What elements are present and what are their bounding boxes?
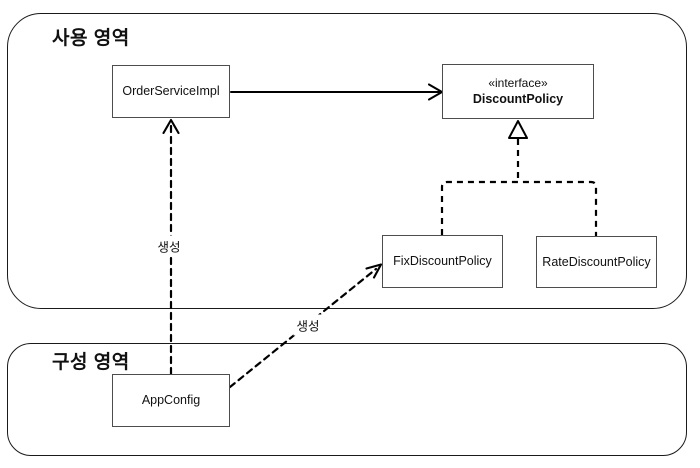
node-appconfig-label: AppConfig bbox=[141, 393, 201, 408]
region-usage-area bbox=[7, 13, 687, 309]
node-discountpolicy-label: DiscountPolicy bbox=[472, 92, 564, 107]
edge-orderserviceimpl-to-discountpolicy bbox=[229, 83, 444, 101]
node-appconfig: AppConfig bbox=[112, 374, 230, 427]
node-discountpolicy: «interface» DiscountPolicy bbox=[442, 64, 594, 119]
node-discountpolicy-stereotype: «interface» bbox=[488, 75, 548, 90]
edge-realization-tree bbox=[440, 120, 598, 236]
region-usage-title: 사용 영역 bbox=[52, 28, 130, 49]
node-orderserviceimpl: OrderServiceImpl bbox=[112, 65, 230, 118]
region-config-title: 구성 영역 bbox=[52, 352, 130, 373]
edge-label-create-orderservice: 생성 bbox=[154, 235, 184, 257]
edge-label-create-fixdiscount: 생성 bbox=[293, 314, 323, 336]
region-config-area bbox=[7, 343, 687, 456]
node-ratediscountpolicy-label: RateDiscountPolicy bbox=[542, 254, 651, 269]
node-orderserviceimpl-label: OrderServiceImpl bbox=[122, 84, 220, 99]
node-fixdiscountpolicy: FixDiscountPolicy bbox=[382, 235, 503, 288]
node-fixdiscountpolicy-label: FixDiscountPolicy bbox=[393, 254, 492, 269]
node-ratediscountpolicy: RateDiscountPolicy bbox=[536, 236, 657, 288]
